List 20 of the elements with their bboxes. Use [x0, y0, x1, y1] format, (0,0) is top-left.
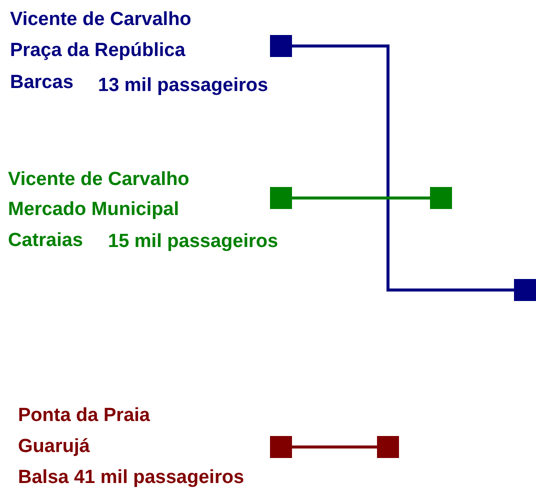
connector-line	[292, 446, 377, 448]
station-square	[514, 279, 536, 301]
station-label: 15 mil passageiros	[108, 231, 278, 253]
connector-line	[292, 44, 514, 292]
station-label: Vicente de Carvalho	[10, 9, 192, 31]
station-label: Praça da República	[10, 40, 186, 62]
station-label: Barcas	[10, 72, 74, 94]
station-square	[270, 35, 292, 57]
station-label: 13 mil passageiros	[98, 75, 268, 97]
station-square	[270, 187, 292, 209]
station-label: Balsa 41 mil passageiros	[18, 467, 244, 488]
station-label: Guarujá	[18, 436, 90, 458]
connector-line	[292, 196, 430, 200]
station-label: Mercado Municipal	[8, 199, 180, 221]
station-label: Ponta da Praia	[18, 405, 150, 427]
station-label: Vicente de Carvalho	[8, 169, 190, 191]
station-label: Catraias	[8, 230, 83, 252]
station-square	[430, 187, 452, 209]
station-square	[270, 436, 292, 458]
station-square	[377, 436, 399, 458]
